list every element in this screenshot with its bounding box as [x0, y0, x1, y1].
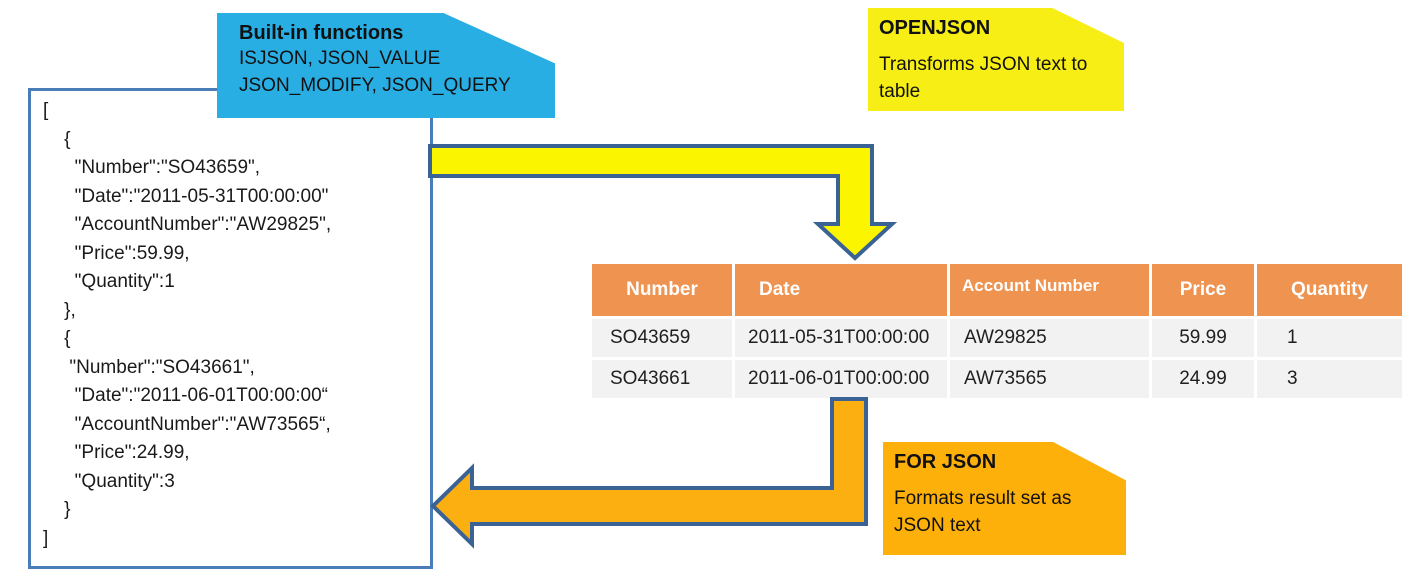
json-line: }: [43, 499, 71, 520]
forjson-title: FOR JSON: [894, 451, 997, 473]
table-cell: SO43659: [592, 319, 732, 357]
result-table: Number Date Account Number Price Quantit…: [592, 264, 1402, 398]
json-line: {: [43, 328, 71, 349]
column-header-date: Date: [735, 264, 947, 316]
json-line: [: [43, 100, 49, 121]
json-line: "Date":"2011-05-31T00:00:00": [43, 185, 329, 207]
json-line: },: [43, 299, 76, 321]
table-cell: 1: [1257, 319, 1402, 357]
table-cell: 59.99: [1152, 319, 1254, 357]
forjson-callout: FOR JSON Formats result set as JSON text: [883, 442, 1126, 555]
json-source-code: [ { "Number":"SO43659", "Date":"2011-05-…: [31, 91, 430, 553]
table-cell: AW29825: [950, 319, 1149, 357]
json-line: "Price":24.99,: [43, 442, 190, 463]
table-cell: 2011-05-31T00:00:00: [735, 319, 947, 357]
openjson-title: OPENJSON: [879, 17, 991, 39]
json-source-block: [ { "Number":"SO43659", "Date":"2011-05-…: [28, 88, 433, 569]
json-line: ]: [43, 527, 49, 549]
forjson-arrow: [430, 397, 868, 549]
json-line: "Number":"SO43659",: [43, 157, 261, 178]
table-cell: 3: [1257, 360, 1402, 398]
forjson-description: Formats result set as JSON text: [894, 488, 1072, 536]
json-line: "Number":"SO43661",: [43, 356, 255, 378]
openjson-description: Transforms JSON text to table: [879, 54, 1088, 102]
table-cell: SO43661: [592, 360, 732, 398]
column-header-account-number: Account Number: [950, 264, 1149, 316]
table-cell: AW73565: [950, 360, 1149, 398]
table-cell: 24.99: [1152, 360, 1254, 398]
json-line: "Quantity":3: [43, 470, 175, 492]
json-line: "Quantity":1: [43, 271, 175, 292]
builtin-functions-list: ISJSON, JSON_VALUE JSON_MODIFY, JSON_QUE…: [239, 48, 511, 96]
json-line: "Date":"2011-06-01T00:00:00“: [43, 385, 328, 406]
json-line: "Price":59.99,: [43, 242, 190, 264]
column-header-number: Number: [592, 264, 732, 316]
builtin-functions-title: Built-in functions: [239, 22, 404, 44]
column-header-price: Price: [1152, 264, 1254, 316]
json-line: "AccountNumber":"AW29825",: [43, 214, 332, 235]
builtin-functions-callout: Built-in functions ISJSON, JSON_VALUE JS…: [217, 13, 555, 118]
column-header-quantity: Quantity: [1257, 264, 1402, 316]
openjson-arrow: [428, 144, 898, 261]
json-line: "AccountNumber":"AW73565“,: [43, 413, 331, 435]
openjson-callout: OPENJSON Transforms JSON text to table: [868, 8, 1124, 111]
table-cell: 2011-06-01T00:00:00: [735, 360, 947, 398]
json-line: {: [43, 128, 71, 150]
